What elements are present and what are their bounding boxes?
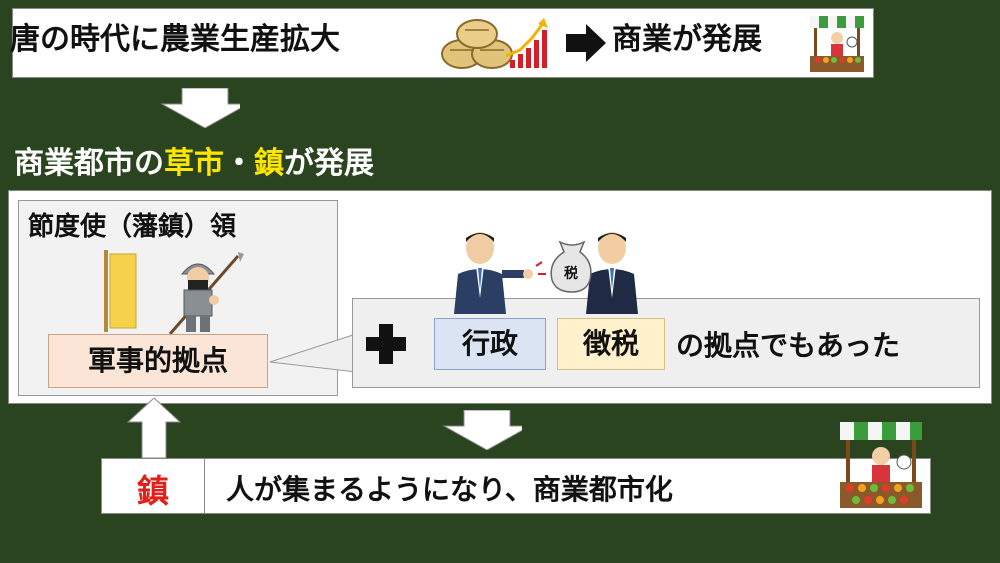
zhen-cell xyxy=(101,458,205,514)
headline-dot: ・ xyxy=(224,146,254,181)
administration-label: 行政 xyxy=(434,318,546,370)
market-stall-icon xyxy=(840,422,922,508)
right-arrow-icon xyxy=(566,24,606,62)
rice-bales-growth-icon xyxy=(441,18,548,69)
zhen-label: 鎮 xyxy=(136,472,169,510)
pointing-official-icon xyxy=(454,232,546,314)
callout-tail-text: の拠点でもあった xyxy=(676,329,901,362)
headline-part2: が発展 xyxy=(284,146,374,181)
callout-pointer xyxy=(269,333,358,373)
flag-icon xyxy=(104,250,137,332)
down-arrow-icon xyxy=(160,88,240,128)
rice-bales-illustration xyxy=(441,19,513,69)
headline-caoshi: 草市 xyxy=(164,146,224,181)
growth-bars-illustration xyxy=(505,18,548,68)
top-banner-right-text: 商業が発展 xyxy=(612,22,762,57)
headline-zhen: 鎮 xyxy=(254,146,284,181)
headline-part1: 商業都市の xyxy=(14,146,164,181)
officials-illustration: 税 xyxy=(454,232,638,314)
taxation-label: 徴税 xyxy=(557,318,665,370)
up-arrow-icon xyxy=(126,398,182,458)
military-base-label: 軍事的拠点 xyxy=(48,334,268,388)
top-banner-left-text: 唐の時代に農業生産拡大 xyxy=(10,22,340,57)
bottom-banner xyxy=(101,458,931,514)
down-arrow-icon xyxy=(442,410,522,450)
top-banner xyxy=(12,8,874,78)
headline: 商業都市の草市・鎮が発展 xyxy=(14,138,374,182)
soldier-icon xyxy=(168,252,244,335)
bottom-banner-text: 人が集まるようになり、商業都市化 xyxy=(226,473,673,506)
plus-icon xyxy=(366,324,406,364)
tax-bag-text: 税 xyxy=(564,265,578,282)
jiedushi-title: 節度使（藩鎮）領 xyxy=(28,212,237,242)
money-bag-icon: 税 xyxy=(550,240,592,293)
market-stall-icon xyxy=(810,16,864,72)
